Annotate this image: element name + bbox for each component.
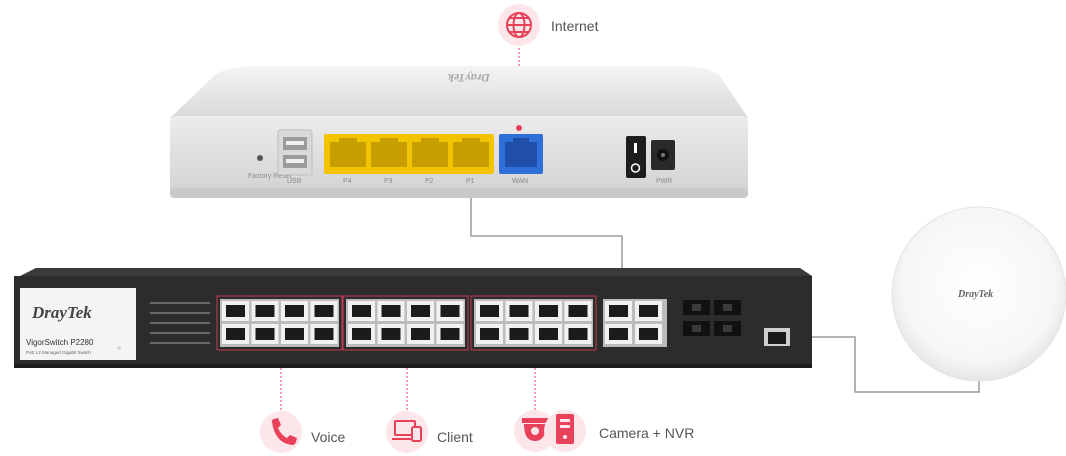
switch-logo: DrayTek — [31, 303, 92, 322]
lan-port-p3[interactable] — [371, 138, 407, 167]
ethernet-port-socket — [285, 328, 304, 340]
ethernet-port-socket — [314, 305, 334, 317]
access-point-body — [891, 206, 1066, 382]
ethernet-port-socket — [568, 328, 588, 340]
ethernet-port-socket — [609, 328, 628, 340]
ethernet-port-socket — [255, 305, 275, 317]
power-jack[interactable] — [651, 140, 675, 170]
voice-icon-bg — [260, 411, 302, 453]
port-label-p4: P4 — [343, 178, 352, 185]
client-node: Client — [386, 411, 473, 453]
ethernet-port-socket — [285, 305, 304, 317]
nvr-icon — [556, 414, 574, 444]
access-point: DrayTek — [891, 206, 1066, 382]
devices-icon — [392, 420, 422, 442]
ethernet-port-socket — [411, 328, 430, 340]
voice-node: Voice — [260, 411, 345, 453]
switch-logo-panel — [20, 288, 136, 360]
ethernet-port-socket — [255, 328, 275, 340]
internet-label: Internet — [551, 18, 599, 34]
lan-port-p1[interactable] — [453, 138, 489, 167]
switch-led-panel — [117, 302, 210, 350]
router-top-shell — [170, 66, 748, 118]
ethernet-port-socket — [352, 328, 371, 340]
ap-logo: DrayTek — [957, 289, 993, 300]
wan-port[interactable] — [499, 125, 543, 174]
port-label-p3: P3 — [384, 178, 393, 185]
ethernet-port-socket — [411, 305, 430, 317]
factory-reset-button[interactable] — [257, 155, 263, 161]
internet-node: Internet — [498, 4, 599, 46]
ethernet-port-socket — [381, 305, 401, 317]
factory-reset-label: Factory Reset — [248, 173, 292, 180]
camera-nvr-label: Camera + NVR — [599, 425, 694, 441]
phone-icon — [271, 418, 297, 445]
port-label-p2: P2 — [425, 178, 434, 185]
voice-label: Voice — [311, 429, 345, 445]
ethernet-port-socket — [539, 305, 558, 317]
power-switch[interactable] — [626, 136, 646, 178]
ethernet-port-socket — [568, 305, 588, 317]
ethernet-port-socket — [609, 305, 628, 317]
camera-icon — [522, 418, 548, 441]
switch-subtitle: PoE L2 Managed Gigabit Switch — [26, 350, 91, 355]
lan-port-block — [324, 134, 494, 174]
ethernet-port-socket — [639, 328, 658, 340]
lan-port-p2[interactable] — [412, 138, 448, 167]
ethernet-port-socket — [440, 328, 460, 340]
ethernet-port-socket — [352, 305, 371, 317]
ethernet-port-socket — [381, 328, 401, 340]
switch-model: VigorSwitch P2280 — [26, 338, 94, 347]
ethernet-port-socket — [509, 305, 529, 317]
globe-icon — [506, 12, 532, 38]
usb-ports[interactable] — [277, 129, 313, 176]
lan-port-p4[interactable] — [330, 138, 366, 167]
wan-label: WAN — [512, 178, 528, 185]
switch: DrayTek VigorSwitch P2280 PoE L2 Managed… — [14, 268, 812, 368]
ethernet-port-socket — [440, 305, 460, 317]
sfp-slots[interactable] — [683, 300, 741, 336]
switch-to-ap-cable — [790, 336, 980, 393]
port-label-p1: P1 — [466, 178, 475, 185]
camera-nvr-node: Camera + NVR — [514, 410, 694, 452]
ethernet-port-socket — [480, 305, 499, 317]
ethernet-port-socket — [639, 305, 658, 317]
console-port[interactable] — [764, 328, 790, 346]
ethernet-ports[interactable] — [222, 301, 662, 344]
router-top-logo: DrayTek — [448, 71, 491, 85]
pwr-label: PWR — [656, 178, 672, 185]
client-label: Client — [437, 429, 473, 445]
ethernet-port-socket — [226, 328, 245, 340]
ethernet-port-socket — [226, 305, 245, 317]
ethernet-port-socket — [314, 328, 334, 340]
router: DrayTek Factory Reset USB P4 P3 P2 P1 WA… — [170, 66, 748, 198]
ethernet-port-socket — [509, 328, 529, 340]
ethernet-port-socket — [539, 328, 558, 340]
ethernet-port-socket — [480, 328, 499, 340]
switch-top-edge — [20, 268, 812, 276]
usb-label: USB — [287, 178, 302, 185]
